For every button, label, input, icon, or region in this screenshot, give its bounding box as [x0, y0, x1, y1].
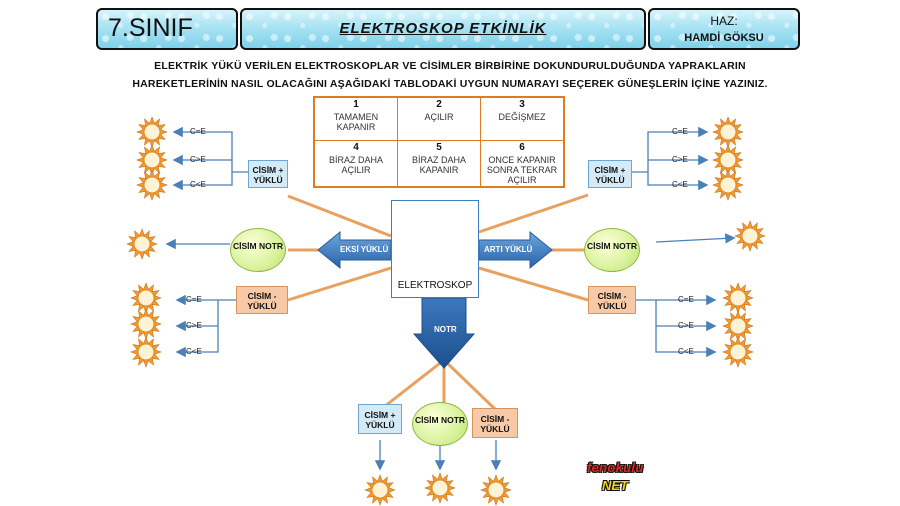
grade-label: 7.SINIF — [108, 14, 193, 42]
neutral-body-left: CİSİM NOTR — [230, 228, 286, 272]
electroscope-box: ELEKTROSKOP — [391, 200, 479, 298]
instruction-line-2: HAREKETLERİNİN NASIL OLACAĞINI AŞAĞIDAKİ… — [132, 78, 768, 90]
comparison-label: C>E — [190, 155, 206, 164]
positive-body-left: CİSİM + YÜKLÜ — [248, 160, 288, 188]
answer-sun-center[interactable] — [487, 481, 505, 499]
comparison-label: C>E — [186, 321, 202, 330]
answer-sun-center[interactable] — [719, 176, 737, 194]
comparison-label: C<E — [678, 347, 694, 356]
grade-box: 7.SINIF — [96, 8, 238, 50]
positive-body-bottom: CİSİM + YÜKLÜ — [358, 404, 402, 434]
left-arrow — [317, 230, 392, 270]
comparison-label: C<E — [186, 347, 202, 356]
author-label: HAZ: — [710, 14, 738, 28]
answer-sun-center[interactable] — [719, 151, 737, 169]
answer-sun-center[interactable] — [729, 317, 747, 335]
answer-sun-center[interactable] — [741, 227, 759, 245]
answer-sun-center[interactable] — [371, 481, 389, 499]
comparison-label: C<E — [190, 180, 206, 189]
comparison-label: C>E — [678, 321, 694, 330]
answer-sun-center[interactable] — [137, 289, 155, 307]
electroscope-label: ELEKTROSKOP — [397, 280, 473, 291]
answer-sun-center[interactable] — [137, 315, 155, 333]
answer-sun-center[interactable] — [137, 343, 155, 361]
negative-arrow-label: EKSİ YÜKLÜ — [340, 245, 389, 254]
comparison-label: C=E — [190, 127, 206, 136]
comparison-label: C=E — [672, 127, 688, 136]
answer-sun-center[interactable] — [133, 235, 151, 253]
answer-sun-center[interactable] — [729, 289, 747, 307]
comparison-label: C>E — [672, 155, 688, 164]
neutral-body-bottom: CİSİM NOTR — [412, 402, 468, 446]
negative-body-left: CİSİM - YÜKLÜ — [236, 286, 288, 314]
answer-sun-center[interactable] — [143, 151, 161, 169]
neutral-arrow-label: NOTR — [434, 325, 457, 334]
negative-body-right: CİSİM - YÜKLÜ — [588, 286, 636, 314]
answer-sun-center[interactable] — [431, 479, 449, 497]
down-arrow — [412, 297, 476, 369]
positive-arrow-label: ARTI YÜKLÜ — [484, 245, 533, 254]
connector-lines — [287, 193, 589, 412]
title-box: ELEKTROSKOP ETKİNLİK — [240, 8, 646, 50]
neutral-body-right: CİSİM NOTR — [584, 228, 640, 272]
fenokulu-logo: fenokulu NET — [587, 460, 644, 493]
answer-sun-center[interactable] — [143, 123, 161, 141]
right-arrow — [478, 230, 553, 270]
answer-suns — [126, 116, 766, 506]
instruction-line-1: ELEKTRİK YÜKÜ VERİLEN ELEKTROSKOPLAR VE … — [154, 60, 746, 72]
comparison-label: C=E — [678, 295, 694, 304]
answer-sun-center[interactable] — [143, 176, 161, 194]
negative-body-bottom: CİSİM - YÜKLÜ — [472, 408, 518, 438]
comparison-label: C=E — [186, 295, 202, 304]
answer-sun-center[interactable] — [729, 343, 747, 361]
author-box: HAZ: HAMDİ GÖKSU — [648, 8, 800, 50]
answer-sun-center[interactable] — [719, 123, 737, 141]
author-name: HAMDİ GÖKSU — [684, 32, 764, 44]
positive-body-right: CİSİM + YÜKLÜ — [588, 160, 632, 188]
page-title: ELEKTROSKOP ETKİNLİK — [339, 20, 547, 37]
comparison-label: C<E — [672, 180, 688, 189]
